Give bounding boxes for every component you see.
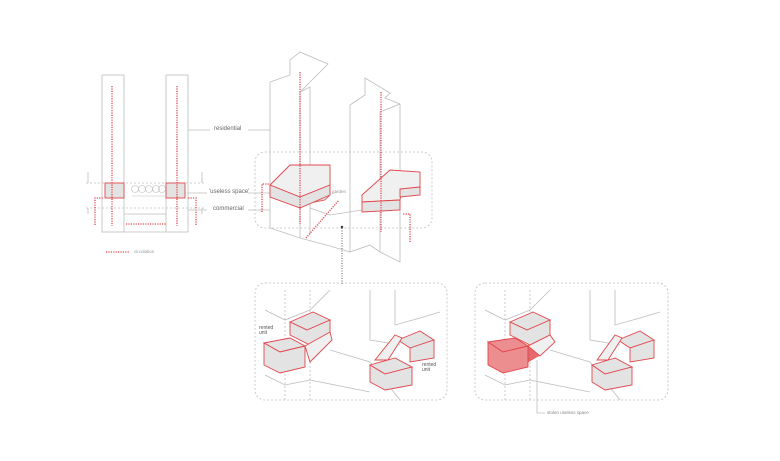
label-rented-unit: rented unit [422,362,437,373]
circulation-arrow [94,197,103,225]
label-stolen-useless-space: stolen useless space [547,410,589,415]
tower-right [165,74,189,233]
useless-space-right [165,182,186,199]
label-garden: garden [332,189,347,194]
label-residential: residential [214,126,242,132]
panel-stolen-space [474,282,669,414]
focus-area-outline [254,151,433,229]
isometric-towers [254,51,433,284]
panel-rented-units [254,282,448,401]
section-elevation [86,74,204,233]
people-icons [131,185,166,197]
circulation-arrow [188,197,197,225]
legend-circulation-label: circulation [134,249,155,254]
circulation-arrow [305,199,340,239]
label-commercial: commercial [213,206,244,212]
label-rented-unit: rented unit [259,325,274,336]
useless-space-left [104,182,125,199]
label-useless-space: 'useless space' [209,189,250,195]
tower-left [101,74,125,233]
